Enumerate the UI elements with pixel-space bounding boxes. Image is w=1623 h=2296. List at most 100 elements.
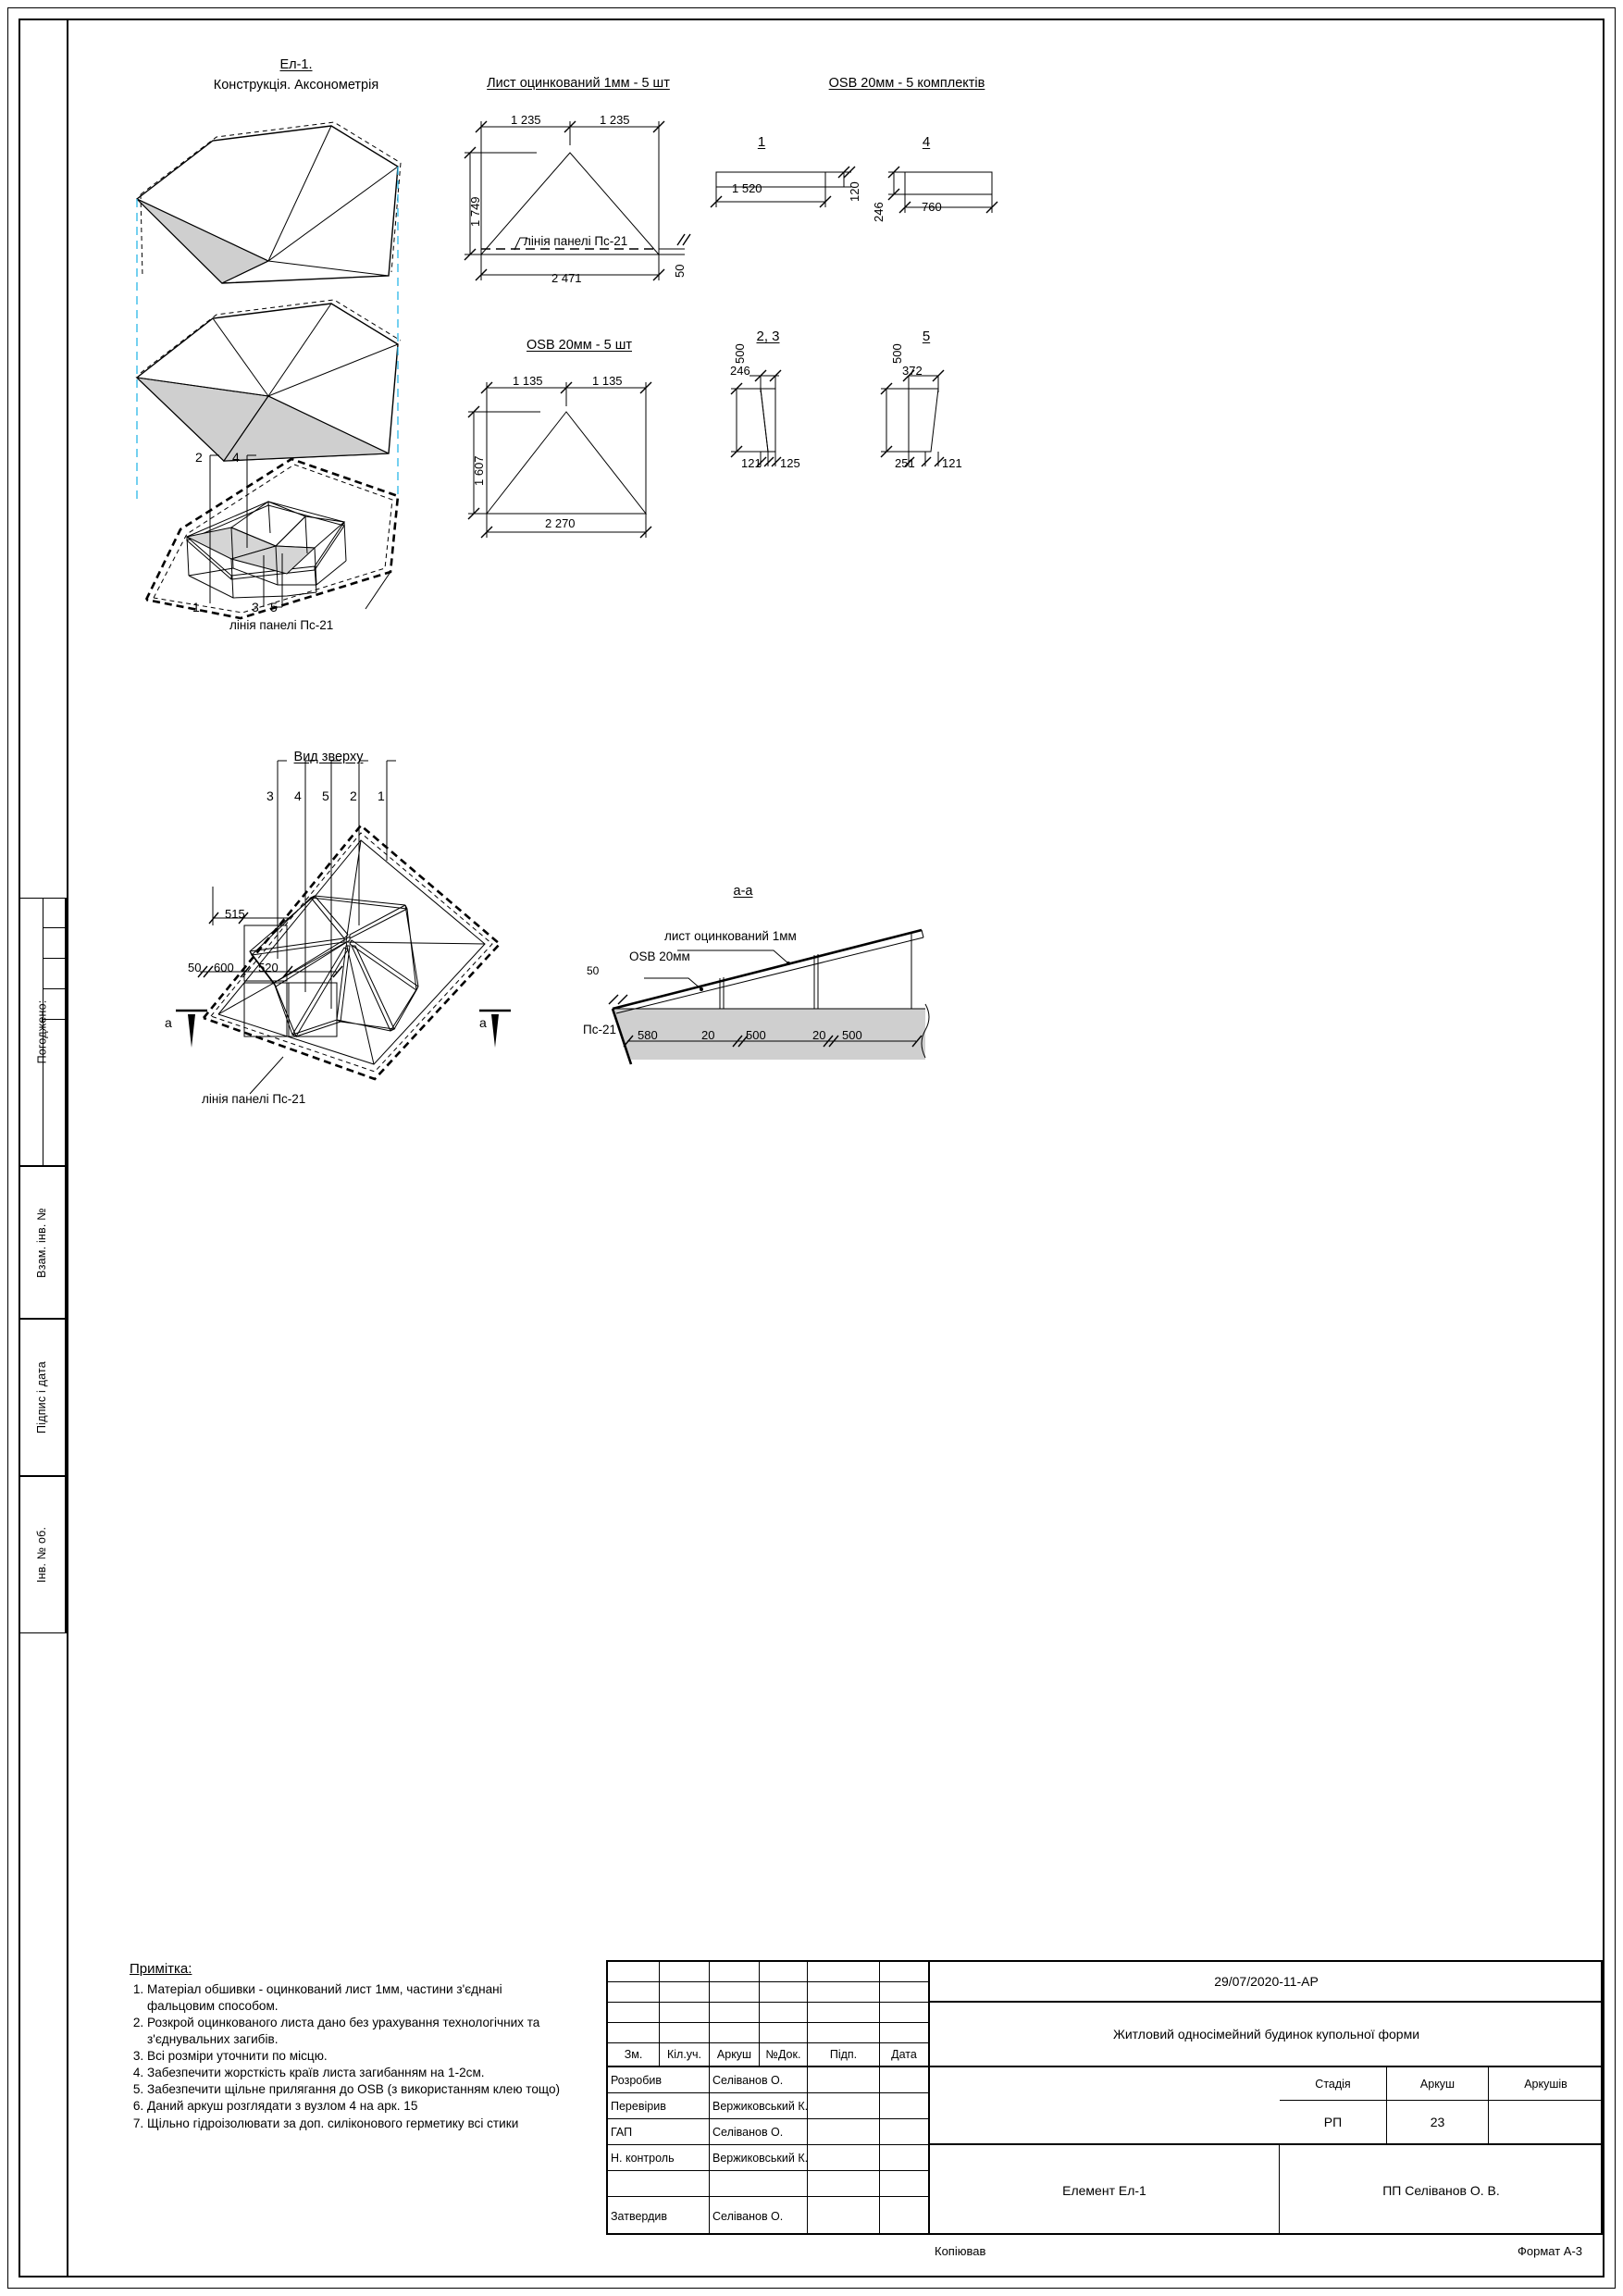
left-stamp-column: Погоджено: Взам. інв. № Підпис і дата Ін… [19, 19, 67, 2277]
axonometry-title-line1: Ел-1. [279, 57, 313, 72]
osb-dim-right: 1 135 [592, 374, 623, 388]
osb-part-23-id: 2, 3 [756, 329, 780, 344]
exchange-inv-label: Взам. інв. № [35, 1207, 49, 1278]
rev-cell [660, 1982, 710, 2003]
sheet-outer-border [7, 7, 1616, 2289]
tb-date [880, 2119, 930, 2145]
tb-role: Затвердив [608, 2197, 710, 2235]
topview-callout-3: 3 [266, 788, 274, 803]
tb-sheet-label: Аркуш [1387, 2067, 1489, 2101]
title-block: Зм. Кіл.уч. Аркуш №Док. Підп. Дата Розро… [606, 1960, 1603, 2235]
rev-cell [710, 1962, 760, 1982]
osb-part-1-drawing [710, 166, 856, 208]
axon-callout-4: 4 [232, 450, 240, 465]
tb-project-name: Житловий односімейний будинок купольної … [930, 2003, 1603, 2067]
sheet-inner-border [19, 19, 1604, 2277]
note-item: Забезпечити жорсткість країв листа загиб… [147, 2065, 564, 2081]
topview-section-mark-left: a [165, 1015, 172, 1030]
axon-panel-line-note: лінія панелі Пс-21 [229, 618, 334, 632]
notes-block: Примітка: Матеріал обшивки - оцинкований… [130, 1960, 564, 2132]
tb-role [608, 2171, 710, 2197]
tb-header-arkush: Аркуш [710, 2043, 760, 2067]
tb-element-name: Елемент Ел-1 [930, 2145, 1280, 2235]
osb-dim-left: 1 135 [513, 374, 543, 388]
topview-callout-1: 1 [378, 788, 385, 803]
osb-part-5-id: 5 [922, 329, 931, 344]
rev-cell [608, 2003, 660, 2023]
tb-header-nodok: №Док. [760, 2043, 808, 2067]
tb-organization: ПП Селіванов О. В. [1382, 2182, 1500, 2198]
format-label: Формат А-3 [1518, 2244, 1583, 2258]
topview-dim-520: 520 [258, 961, 279, 974]
section-dim-20b: 20 [812, 1028, 826, 1042]
osb-part-5-bottom-right: 121 [942, 456, 962, 470]
section-label-osb: OSB 20мм [629, 949, 690, 963]
tb-date [880, 2093, 930, 2119]
rev-cell [808, 2023, 880, 2043]
tb-sheets-value [1489, 2101, 1603, 2145]
osb-part-4-id: 4 [922, 134, 931, 150]
rev-cell [710, 1982, 760, 2003]
osb-part-4-thickness: 246 [872, 202, 886, 222]
rev-cell [608, 1982, 660, 2003]
tb-sheet-value: 23 [1387, 2101, 1489, 2145]
rev-cell [710, 2003, 760, 2023]
tb-sign [808, 2093, 880, 2119]
tb-date [880, 2197, 930, 2235]
section-dim-50: 50 [587, 964, 600, 977]
sheet-main-divider [67, 20, 1603, 2276]
rev-cell [880, 1962, 930, 1982]
axon-callout-1: 1 [192, 600, 200, 614]
notes-title: Примітка: [130, 1961, 192, 1977]
section-label-panel: Пс-21 [583, 1023, 616, 1036]
section-label-galv: лист оцинкований 1мм [664, 929, 797, 943]
rev-cell [660, 1962, 710, 1982]
rev-cell [710, 2023, 760, 2043]
signature-date-label: Підпис і дата [35, 1361, 49, 1433]
tb-role: Розробив [608, 2067, 710, 2093]
exchange-inv-cell: Взам. інв. № [19, 1166, 67, 1319]
section-aa-drawing [608, 928, 930, 1065]
rev-cell [880, 1982, 930, 2003]
osb-sheet-drawing [467, 381, 652, 539]
axonometry-alignment-lines [136, 167, 399, 502]
tb-date [880, 2067, 930, 2093]
rev-cell [760, 1962, 808, 1982]
rev-cell [660, 2003, 710, 2023]
galv-dim-offset: 50 [673, 264, 687, 278]
tb-person: Селіванов О. [710, 2197, 808, 2235]
topview-callout-4: 4 [294, 788, 302, 803]
osb-dim-height: 1 607 [472, 455, 486, 486]
tb-person: Вержиковський К. [710, 2145, 808, 2171]
section-dim-20a: 20 [701, 1028, 715, 1042]
osb-sets-title: OSB 20мм - 5 комплектів [828, 76, 985, 91]
tb-sign [808, 2119, 880, 2145]
top-view-title: Вид зверху [293, 750, 364, 764]
galv-dim-right: 1 235 [600, 113, 630, 127]
note-item: Всі розміри уточнити по місцю. [147, 2048, 564, 2065]
osb-part-23-bottom-left: 121 [741, 456, 762, 470]
inv-no-label: Інв. № об. [35, 1526, 48, 1583]
osb-dim-base: 2 270 [545, 516, 576, 530]
note-item: Розкрой оцинкованого листа дано без урах… [147, 2015, 564, 2048]
osb-part-23-drawing [730, 369, 782, 467]
note-item: Даний аркуш розглядати з вузлом 4 на арк… [147, 2098, 564, 2115]
rev-cell [760, 2003, 808, 2023]
tb-sign [808, 2197, 880, 2235]
tb-sheets-label: Аркушів [1489, 2067, 1603, 2101]
approval-subrows [43, 898, 67, 1166]
rev-cell [808, 2003, 880, 2023]
osb-part-4-length: 760 [922, 200, 942, 214]
tb-header-zm: Зм. [608, 2043, 660, 2067]
approval-subrow [43, 959, 67, 989]
tb-sign [808, 2171, 880, 2197]
tb-sign [808, 2067, 880, 2093]
galv-panel-line-note: лінія панелі Пс-21 [524, 234, 628, 248]
rev-cell [808, 1962, 880, 1982]
osb-sheet-title: OSB 20мм - 5 шт [527, 338, 632, 353]
top-view-drawing [176, 760, 511, 1095]
tb-header-pidp: Підп. [808, 2043, 880, 2067]
galv-dim-left: 1 235 [511, 113, 541, 127]
rev-cell [660, 2023, 710, 2043]
rev-cell [608, 1962, 660, 1982]
